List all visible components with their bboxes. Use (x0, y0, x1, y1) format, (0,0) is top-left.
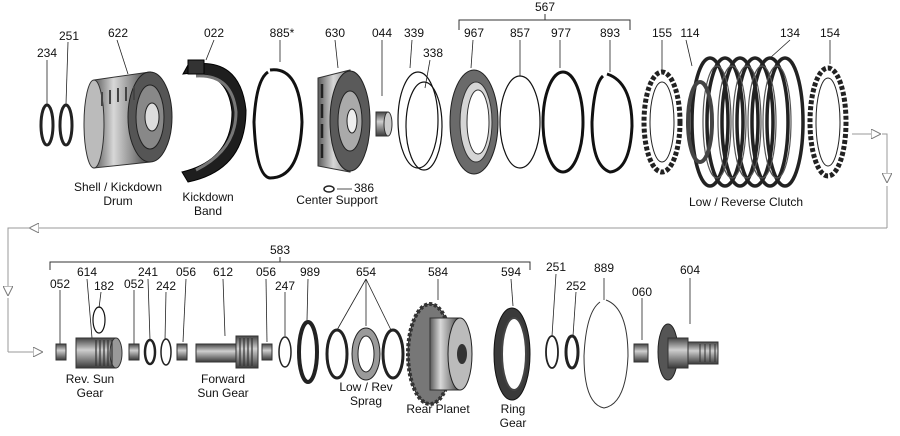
part-622-shell-kickdown-drum (83, 71, 173, 169)
part-247-thrust-washer (278, 336, 292, 368)
label-052-b: 052 (123, 277, 145, 291)
group-bracket-567 (458, 14, 631, 30)
part-052-thrust-bearing (55, 343, 67, 361)
group-bracket-583 (49, 257, 531, 270)
label-182: 182 (93, 279, 115, 293)
label-022: 022 (203, 26, 225, 40)
part-155-clutch-plate (641, 69, 683, 175)
part-893-snap-ring (590, 72, 634, 174)
label-154: 154 (819, 26, 841, 40)
part-584-rear-planet (406, 302, 473, 406)
label-630: 630 (324, 26, 346, 40)
label-567: 567 (534, 0, 556, 14)
label-614: 614 (76, 265, 98, 279)
part-251-thrust-washer-b (545, 335, 559, 369)
caption-rev-sun-gear: Rev. Sun Gear (65, 372, 115, 400)
part-604-output-shaft (657, 323, 719, 381)
label-252: 252 (565, 279, 587, 293)
label-060: 060 (631, 285, 653, 299)
label-241: 241 (137, 265, 159, 279)
part-251-thrust-washer (58, 103, 74, 147)
label-251: 251 (58, 29, 80, 43)
part-060-bushing (633, 343, 649, 363)
label-622: 622 (107, 26, 129, 40)
label-893: 893 (599, 26, 621, 40)
part-889-snap-ring (583, 299, 629, 409)
leader-lines (46, 39, 831, 344)
label-989: 989 (299, 265, 321, 279)
label-044: 044 (371, 26, 393, 40)
part-052-thrust-bearing-b (128, 343, 140, 361)
label-594: 594 (500, 265, 522, 279)
label-885: 885* (269, 26, 295, 40)
caption-low-reverse-clutch: Low / Reverse Clutch (688, 195, 804, 209)
part-044-bushing (375, 111, 393, 137)
part-234-thrust-washer (39, 103, 55, 147)
part-967-piston (449, 69, 499, 175)
caption-rear-planet: Rear Planet (406, 402, 470, 416)
part-612-forward-sun-gear (195, 335, 259, 369)
label-247: 247 (274, 279, 296, 293)
caption-low-rev-sprag: Low / Rev Sprag (339, 380, 393, 408)
label-977: 977 (550, 26, 572, 40)
label-234: 234 (36, 46, 58, 60)
part-977-seal (541, 70, 585, 174)
caption-ring-gear: Ring Gear (499, 402, 527, 430)
label-604: 604 (679, 263, 701, 277)
part-242-thrust-washer (160, 338, 172, 366)
part-885-snap-ring (252, 68, 304, 180)
part-654-low-rev-sprag (325, 327, 405, 381)
label-857: 857 (509, 26, 531, 40)
part-114-134-clutch-pack (686, 56, 805, 188)
part-022-kickdown-band (181, 59, 247, 183)
part-182-seal-ring (92, 306, 106, 334)
part-386-small-ring (323, 185, 335, 193)
label-967: 967 (463, 26, 485, 40)
label-056-b: 056 (255, 265, 277, 279)
label-134: 134 (779, 26, 801, 40)
label-584: 584 (427, 265, 449, 279)
label-583: 583 (269, 243, 291, 257)
part-594-ring-gear (493, 307, 531, 401)
caption-center-support: Center Support (296, 193, 378, 207)
label-155: 155 (651, 26, 673, 40)
part-857-seal (499, 75, 541, 169)
label-114: 114 (680, 26, 700, 40)
part-630-center-support (317, 69, 371, 173)
caption-shell-kickdown-drum: Shell / Kickdown Drum (73, 180, 163, 208)
label-338: 338 (422, 46, 444, 60)
label-251-b: 251 (545, 260, 567, 274)
label-612: 612 (212, 265, 234, 279)
caption-kickdown-band: Kickdown Band (182, 190, 234, 218)
label-339: 339 (403, 26, 425, 40)
part-056-bearing-b (261, 343, 273, 361)
label-056: 056 (175, 265, 197, 279)
flow-path (8, 134, 887, 352)
part-338-oring (405, 81, 443, 171)
label-386: 386 (353, 181, 375, 195)
label-052: 052 (49, 277, 71, 291)
part-056-bearing (176, 343, 188, 361)
part-154-clutch-plate (807, 65, 849, 179)
label-889: 889 (593, 261, 615, 275)
label-654: 654 (355, 265, 377, 279)
part-241-thrust-washer (143, 338, 157, 366)
caption-forward-sun-gear: Forward Sun Gear (197, 372, 249, 400)
part-989-race (297, 320, 319, 384)
part-252-thrust-washer (564, 334, 580, 370)
part-614-reverse-sun-gear (75, 337, 123, 369)
label-242: 242 (155, 279, 177, 293)
